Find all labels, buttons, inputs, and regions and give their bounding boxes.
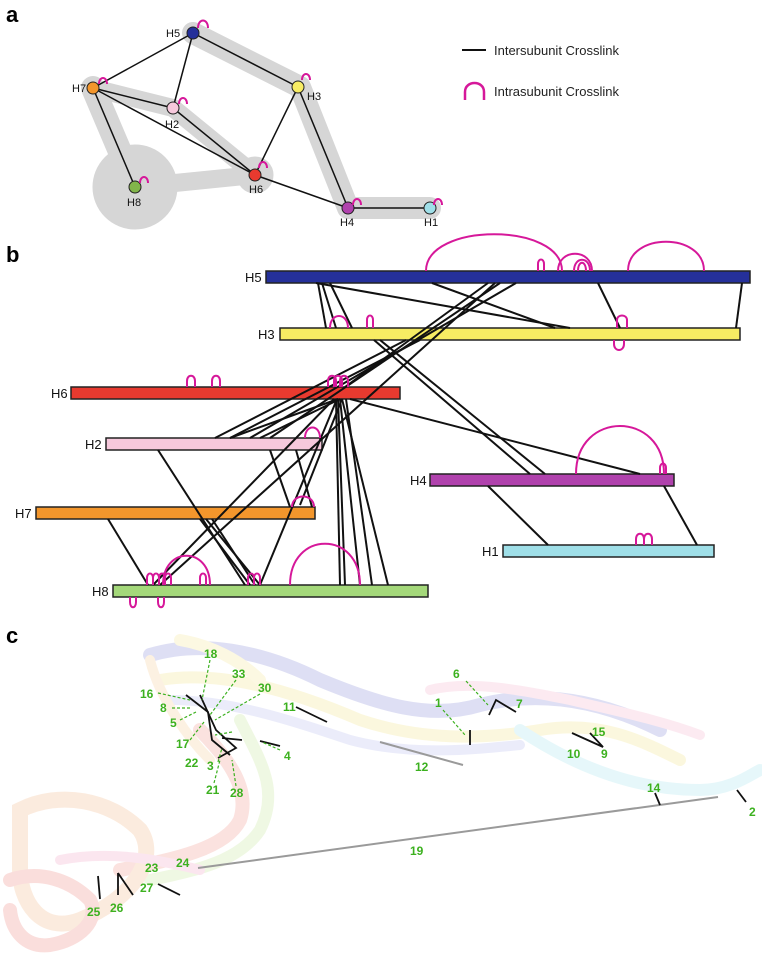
node-label-h4: H4 <box>340 217 354 229</box>
bar-label-h8: H8 <box>92 584 109 599</box>
structure-label-1: 1 <box>435 696 442 710</box>
node-label-h7: H7 <box>72 83 86 95</box>
structure-long-links <box>197 741 719 869</box>
node-label-h5: H5 <box>166 28 180 40</box>
bar-h5 <box>265 270 751 284</box>
legend: Intersubunit Crosslink Intrasubunit Cros… <box>462 43 619 100</box>
bar-h8 <box>112 584 429 598</box>
bar-label-h3: H3 <box>258 327 275 342</box>
structure-label-7: 7 <box>516 697 523 711</box>
panel-b-letter: b <box>6 242 19 267</box>
network-shadow <box>81 22 441 230</box>
structure-label-28: 28 <box>230 786 244 800</box>
structure-label-14: 14 <box>647 781 661 795</box>
structure-label-26: 26 <box>110 901 124 915</box>
structure-label-15: 15 <box>592 725 606 739</box>
legend-inter-label: Intersubunit Crosslink <box>494 43 619 58</box>
node-label-h8: H8 <box>127 197 141 209</box>
structure-label-3: 3 <box>207 759 214 773</box>
bar-label-h7: H7 <box>15 506 32 521</box>
node-h7 <box>86 81 100 95</box>
structure-label-10: 10 <box>567 747 581 761</box>
bar-label-h2: H2 <box>85 437 102 452</box>
bar-h1 <box>502 544 715 558</box>
structure-label-6: 6 <box>453 667 460 681</box>
structure-crosslinks <box>97 694 747 900</box>
bar-h7 <box>35 506 316 520</box>
bar-label-h6: H6 <box>51 386 68 401</box>
structure-label-21: 21 <box>206 783 220 797</box>
bar-h6 <box>70 386 401 400</box>
structure-label-2: 2 <box>749 805 756 819</box>
structure-label-8: 8 <box>160 701 167 715</box>
structure-leader-lines <box>157 659 489 787</box>
node-h2 <box>166 101 180 115</box>
structure-label-18: 18 <box>204 647 218 661</box>
panel-c-letter: c <box>6 623 18 648</box>
node-h4 <box>341 201 355 215</box>
structure-label-24: 24 <box>176 856 190 870</box>
bar-label-h5: H5 <box>245 270 262 285</box>
bar-h3 <box>279 327 741 341</box>
bars <box>35 270 751 598</box>
intrasubunit-crosslinks <box>129 233 705 609</box>
bar-h4 <box>429 473 675 487</box>
structure-number-labels: 18 33 30 16 8 5 17 22 3 21 28 4 11 12 1 … <box>87 647 756 919</box>
structure-label-5: 5 <box>170 716 177 730</box>
bar-h2 <box>105 437 323 451</box>
bar-labels: H5 H3 H6 H2 H4 H7 H1 H8 <box>15 270 499 599</box>
node-h6 <box>248 168 262 182</box>
node-h8 <box>128 180 142 194</box>
network-node-labels: H5 H7 H2 H3 H6 H8 H4 H1 <box>72 28 438 229</box>
structure-label-30: 30 <box>258 681 272 695</box>
legend-intra-label: Intrasubunit Crosslink <box>494 84 619 99</box>
structure-label-11: 11 <box>283 700 296 714</box>
panel-a-letter: a <box>6 2 19 27</box>
node-h5 <box>186 26 200 40</box>
structure-label-17: 17 <box>176 737 190 751</box>
bar-label-h1: H1 <box>482 544 499 559</box>
structure-label-16: 16 <box>140 687 154 701</box>
node-label-h2: H2 <box>165 119 179 131</box>
structure-label-22: 22 <box>185 756 199 770</box>
structure-render <box>3 634 762 953</box>
bar-label-h4: H4 <box>410 473 427 488</box>
structure-label-9: 9 <box>601 747 608 761</box>
structure-label-19: 19 <box>410 844 424 858</box>
node-label-h6: H6 <box>249 184 263 196</box>
structure-label-25: 25 <box>87 905 101 919</box>
structure-label-23: 23 <box>145 861 159 875</box>
network-edges <box>92 32 430 209</box>
legend-intra-swatch <box>463 81 486 100</box>
intersubunit-crosslinks <box>107 282 743 586</box>
node-label-h3: H3 <box>307 91 321 103</box>
structure-label-12: 12 <box>415 760 429 774</box>
structure-label-4: 4 <box>284 749 291 763</box>
network-loops <box>98 19 443 206</box>
node-h3 <box>291 80 305 94</box>
structure-label-33: 33 <box>232 667 246 681</box>
structure-label-27: 27 <box>140 881 154 895</box>
node-label-h1: H1 <box>424 217 438 229</box>
